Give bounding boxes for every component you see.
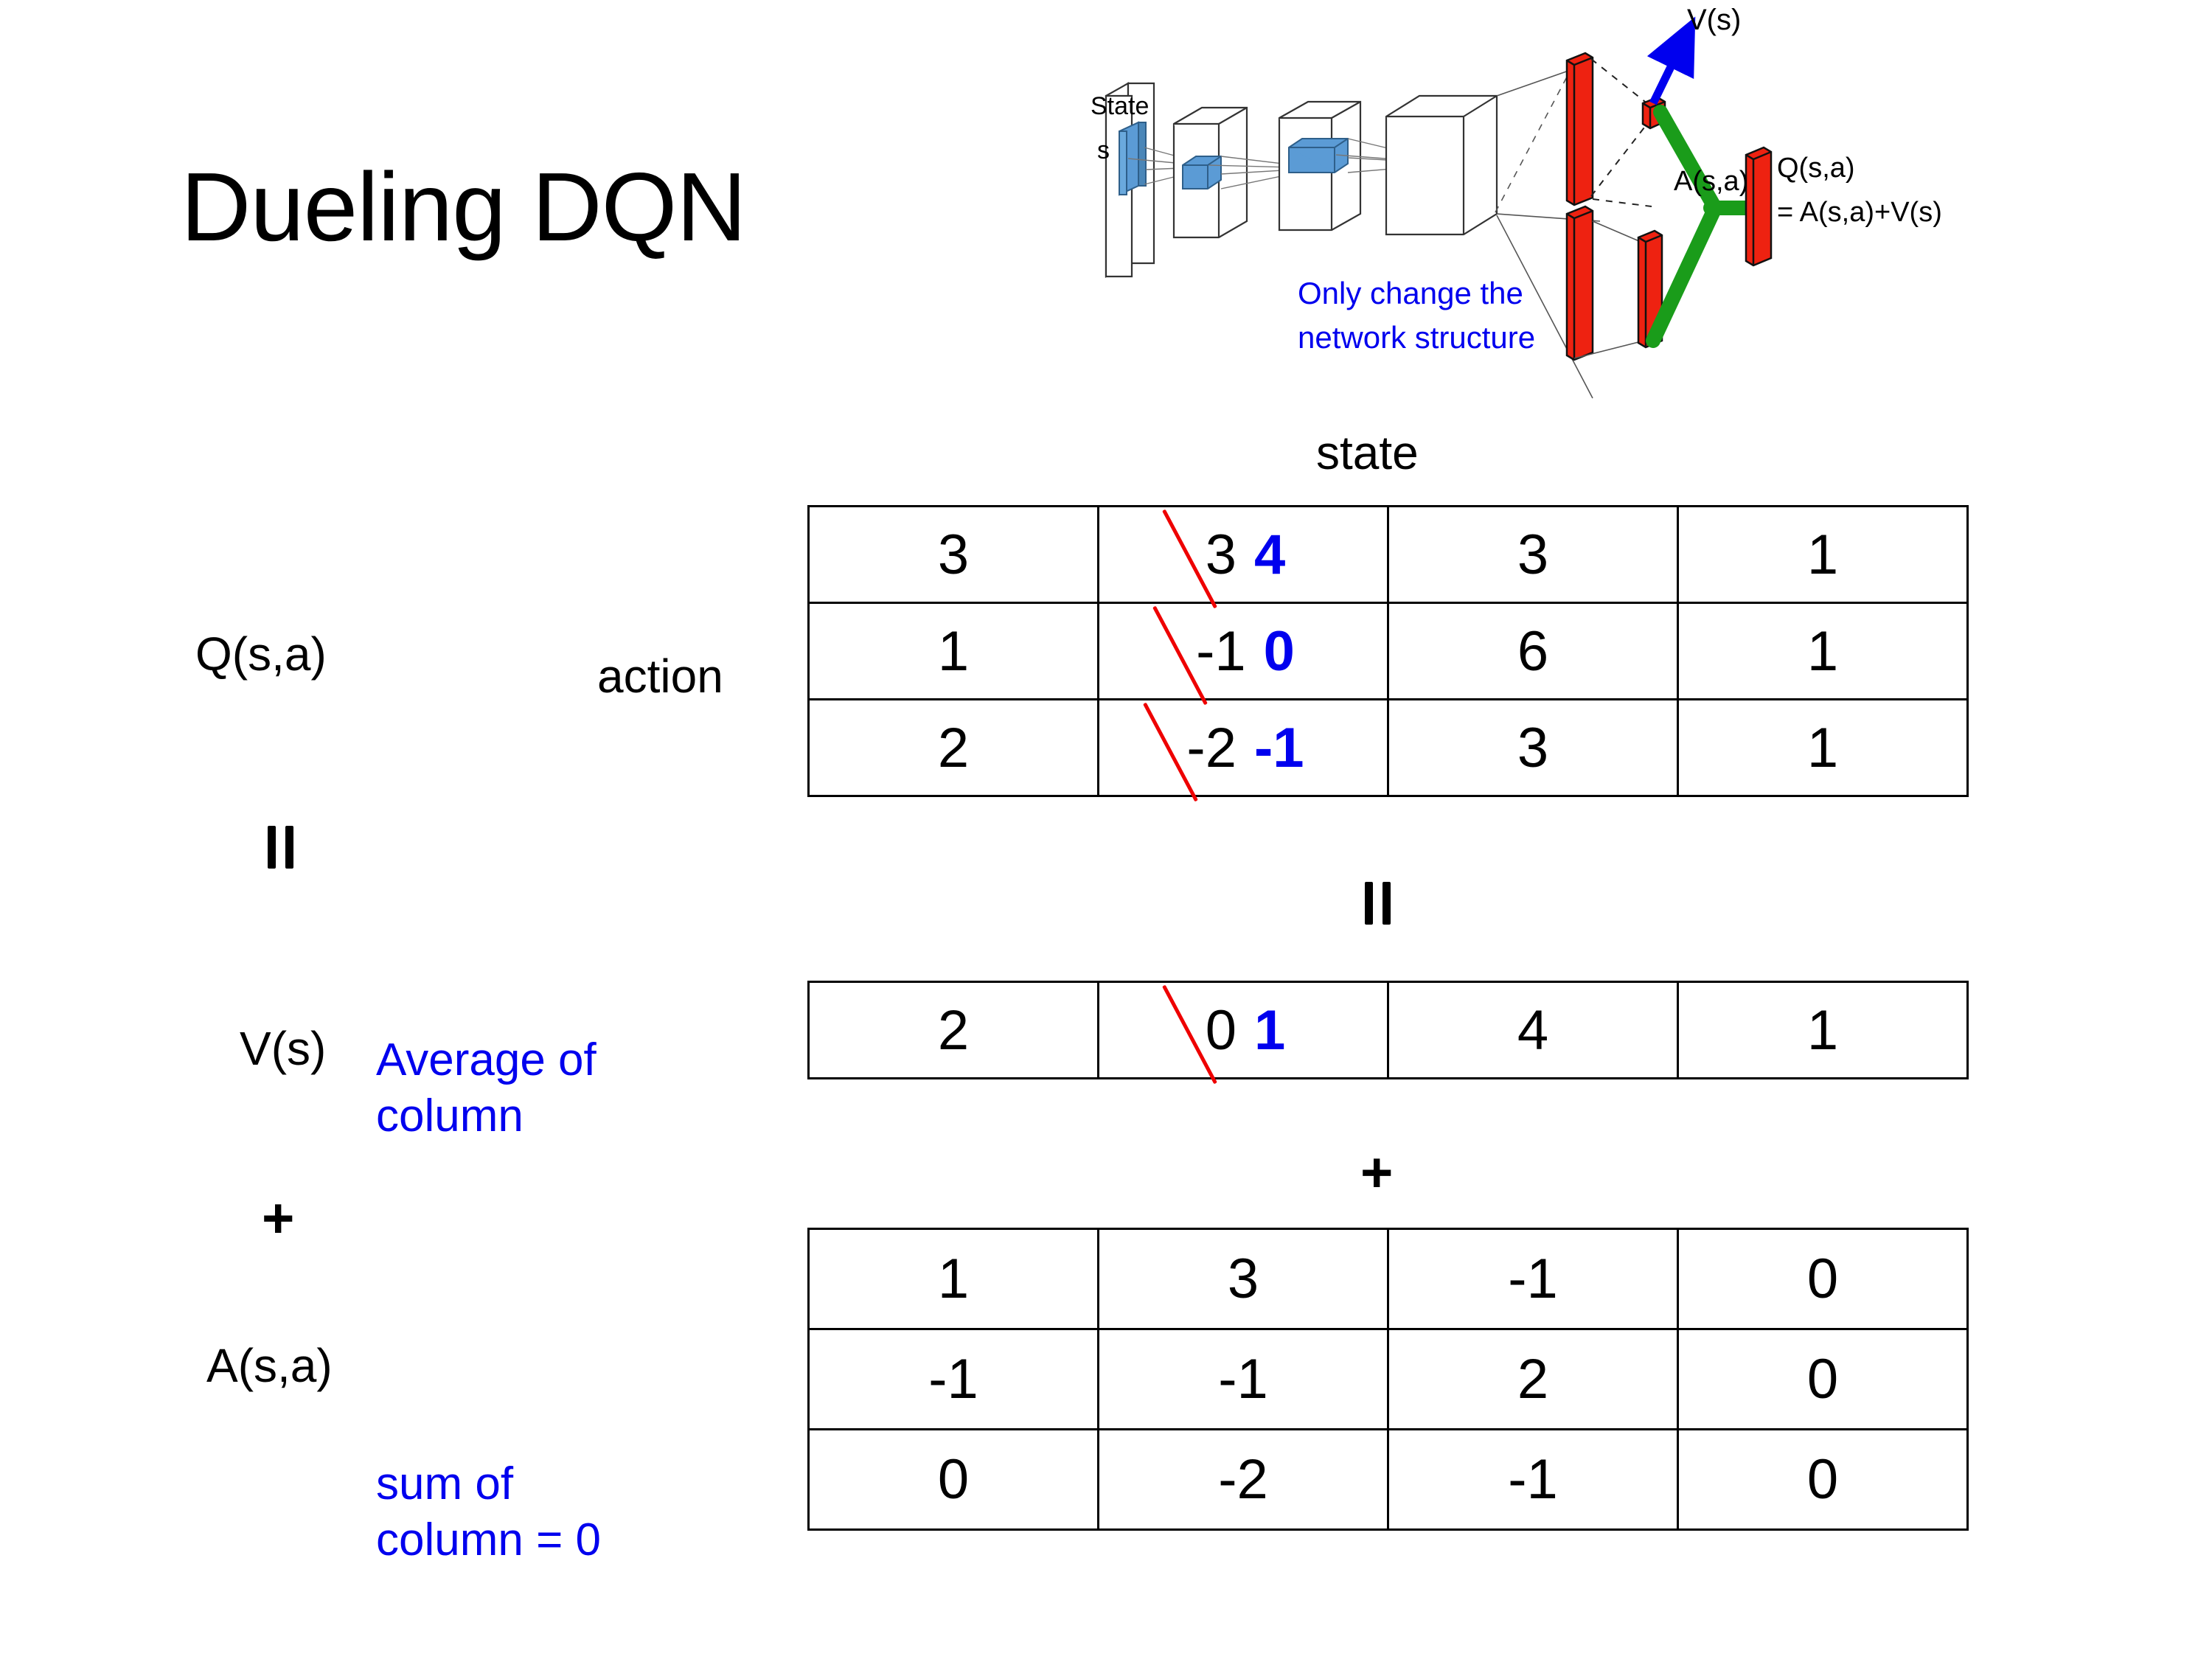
- table-cell-corrected: -2-1: [1097, 698, 1389, 801]
- struck-value: -1: [1152, 605, 1251, 705]
- struck-value: 0: [1161, 984, 1241, 1084]
- diagram-value-stream-label: V(s): [1687, 4, 1741, 36]
- corrected-value: 4: [1254, 523, 1286, 586]
- table-cell: 0: [1677, 1328, 1969, 1430]
- v-annotation-line2: column: [376, 1090, 524, 1141]
- action-axis-label: action: [597, 650, 723, 703]
- diagram-output-label-line1: Q(s,a): [1777, 153, 1855, 184]
- strikethrough-mark: [1161, 509, 1217, 608]
- v-annotation-line1: Average of: [376, 1034, 597, 1085]
- plus-sign-left: +: [262, 1187, 295, 1250]
- diagram-advantage-stream-label: A(s,a): [1674, 166, 1748, 197]
- diagram-input-label-line1: State: [1091, 92, 1149, 120]
- plus-sign-middle: +: [1360, 1141, 1394, 1204]
- table-cell: -1: [1387, 1428, 1679, 1531]
- struck-value: -2: [1143, 702, 1241, 801]
- a-annotation-line1: sum of: [376, 1458, 514, 1509]
- table-cell: 1: [1677, 981, 1969, 1079]
- table-cell: 1: [1677, 505, 1969, 604]
- v-function-label: V(s): [240, 1022, 327, 1075]
- table-cell: 3: [1097, 1228, 1389, 1330]
- table-cell: 2: [807, 981, 1099, 1079]
- diagram-note-line1: Only change the: [1298, 276, 1523, 310]
- table-cell: 6: [1387, 602, 1679, 700]
- table-cell: 3: [1387, 505, 1679, 604]
- state-axis-label: state: [1316, 426, 1419, 479]
- dueling-network-diagram: State s V(s) A(s,a) Q(s,a) = A(s,a)+V(s)…: [1084, 0, 2212, 413]
- equals-sign-left: [262, 826, 302, 870]
- strikethrough-mark: [1143, 702, 1199, 801]
- a-annotation: sum of column = 0: [376, 1456, 601, 1568]
- diagram-output-label-line2: = A(s,a)+V(s): [1777, 197, 1942, 228]
- q-function-label: Q(s,a): [195, 627, 327, 681]
- corrected-value: 1: [1254, 998, 1286, 1062]
- table-cell: -1: [807, 1328, 1099, 1430]
- table-cell: 0: [807, 1428, 1099, 1531]
- a-annotation-line2: column = 0: [376, 1514, 602, 1565]
- strikethrough-mark: [1152, 605, 1208, 705]
- a-function-label: A(s,a): [206, 1339, 333, 1392]
- table-cell: 3: [1387, 698, 1679, 797]
- strikethrough-mark: [1161, 984, 1217, 1084]
- table-cell: 0: [1677, 1228, 1969, 1330]
- table-cell: 2: [1387, 1328, 1679, 1430]
- diagram-note-line2: network structure: [1298, 320, 1535, 355]
- table-cell: 0: [1677, 1428, 1969, 1531]
- struck-value: 3: [1161, 509, 1241, 608]
- table-cell: 1: [807, 602, 1099, 700]
- table-cell: 1: [1677, 602, 1969, 700]
- table-cell: 3: [807, 505, 1099, 604]
- table-cell: -2: [1097, 1428, 1389, 1531]
- v-annotation: Average of column: [376, 1032, 597, 1144]
- equals-sign-middle: [1359, 882, 1399, 926]
- diagram-input-label-line2: s: [1097, 136, 1110, 164]
- table-cell: 2: [807, 698, 1099, 797]
- page-title: Dueling DQN: [181, 153, 747, 261]
- corrected-value: 0: [1263, 619, 1295, 683]
- table-cell: -1: [1387, 1228, 1679, 1330]
- table-cell: 1: [1677, 698, 1969, 797]
- table-cell: 4: [1387, 981, 1679, 1079]
- table-cell: -1: [1097, 1328, 1389, 1430]
- table-cell: 1: [807, 1228, 1099, 1330]
- corrected-value: -1: [1254, 716, 1304, 779]
